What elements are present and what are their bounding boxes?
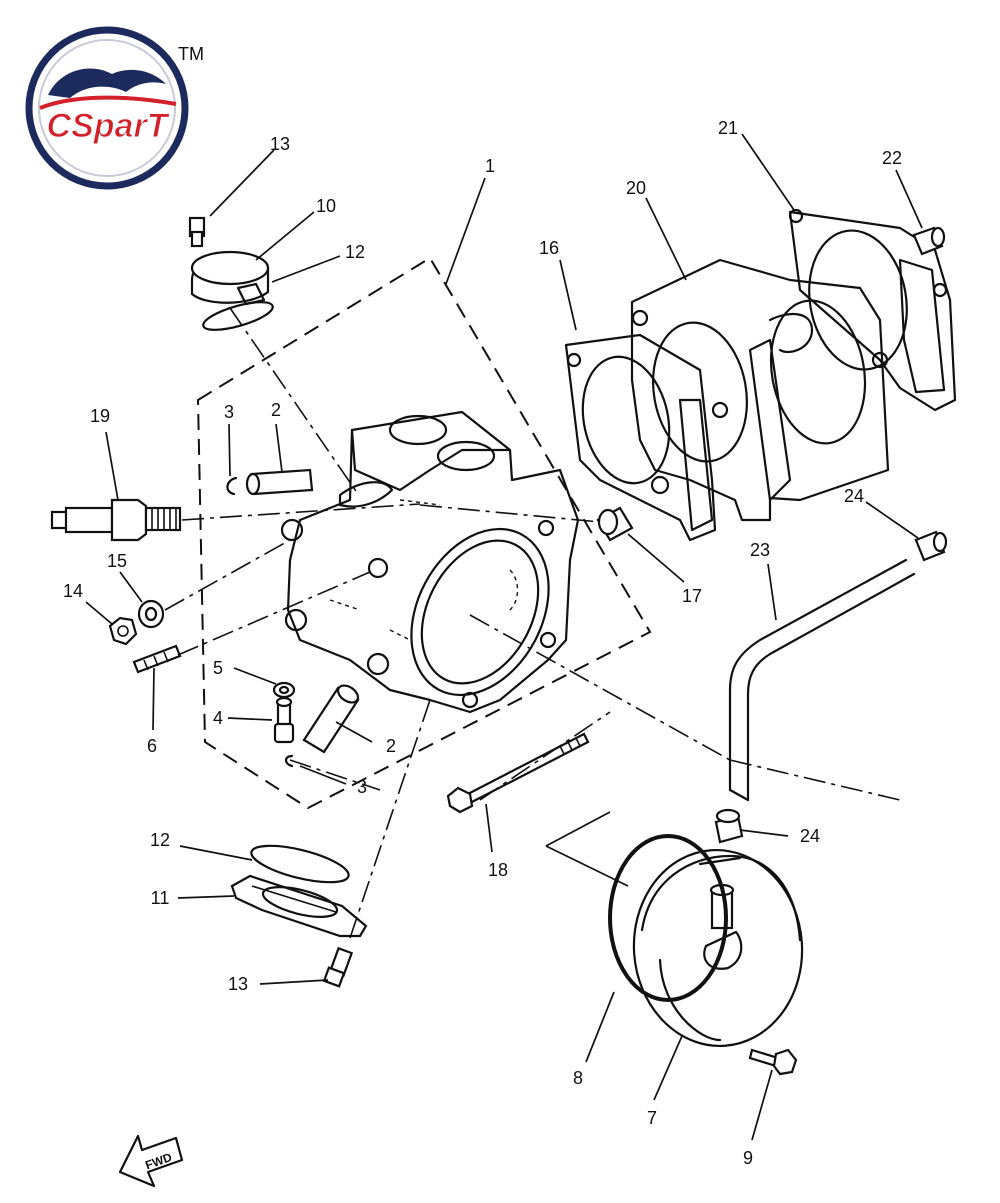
cylinder-block	[630, 258, 890, 522]
callout-2-upper: 2	[271, 400, 281, 420]
bolt-bracket-line	[545, 811, 629, 887]
callout-5: 5	[213, 658, 223, 678]
callout-11: 11	[151, 888, 170, 908]
valve-cover-bottom	[230, 874, 368, 938]
hose-clamp-lower	[714, 808, 744, 844]
dowel-pin	[912, 226, 946, 256]
circlip-lower	[284, 754, 294, 768]
dowel-pin-lower	[302, 684, 360, 754]
dowel-pin-upper	[245, 468, 314, 496]
callout-20: 20	[626, 178, 646, 198]
side-cover-o-ring	[608, 834, 728, 1002]
washer	[137, 599, 165, 629]
callout-2-lower: 2	[386, 736, 396, 756]
callout-24-top: 24	[844, 486, 864, 506]
callout-15: 15	[107, 551, 127, 571]
nut	[108, 616, 138, 646]
callout-17: 17	[682, 586, 702, 606]
long-flange-bolt	[446, 732, 590, 814]
callout-8: 8	[573, 1068, 583, 1088]
centerline	[479, 711, 611, 801]
small-washer	[272, 681, 296, 699]
cylinder-head	[280, 410, 580, 714]
breather-hose	[728, 558, 916, 802]
valve-cover-top	[190, 250, 270, 306]
centerline	[177, 571, 371, 656]
centerline	[729, 759, 901, 801]
centerline	[164, 539, 291, 611]
callout-18: 18	[488, 860, 508, 880]
cylinder-head-assembly-boundary	[196, 256, 652, 810]
o-ring-top	[202, 301, 274, 331]
callout-numbers: 1 2 3 19 15 14 6 5 4 2 3 13 10 12 12 11 …	[63, 118, 902, 1168]
callout-13-top: 13	[270, 134, 290, 154]
cap-bolt-top	[188, 216, 206, 248]
o-ring-bottom	[250, 844, 350, 884]
callout-12-bottom: 12	[150, 830, 170, 850]
callout-3-upper: 3	[224, 402, 234, 422]
side-cover-bolt	[748, 1048, 798, 1076]
callout-12-top: 12	[345, 242, 365, 262]
centerline	[289, 759, 381, 791]
callout-14: 14	[63, 581, 83, 601]
socket-bolt	[273, 696, 295, 744]
brand-logo: CSparT TM	[25, 26, 204, 190]
hose-clamp-upper	[914, 530, 948, 562]
callout-4: 4	[213, 708, 223, 728]
side-cover	[632, 848, 804, 1048]
callout-6: 6	[147, 736, 157, 756]
callout-13-bottom: 13	[228, 974, 248, 994]
circlip-upper	[226, 476, 238, 496]
logo-text: CSparT	[47, 107, 171, 145]
cap-bolt-bottom	[322, 946, 354, 988]
centerline	[229, 307, 359, 495]
centerline	[469, 614, 731, 761]
spark-plug	[50, 498, 182, 542]
callout-22: 22	[882, 148, 902, 168]
callout-19: 19	[90, 406, 110, 426]
callout-24-bottom: 24	[800, 826, 820, 846]
callout-21: 21	[718, 118, 738, 138]
stud-bolt	[132, 644, 182, 674]
callout-9: 9	[743, 1148, 753, 1168]
centerline	[349, 699, 431, 939]
forward-direction-arrow: FWD	[118, 1134, 184, 1188]
leader-lines	[85, 133, 923, 1141]
callout-1: 1	[485, 156, 495, 176]
centerline	[181, 503, 421, 521]
callout-7: 7	[647, 1108, 657, 1128]
callout-23: 23	[750, 540, 770, 560]
callout-10: 10	[316, 196, 336, 216]
trademark-mark: TM	[178, 44, 204, 64]
callout-16: 16	[539, 238, 559, 258]
motorcycle-swoosh-icon	[48, 68, 166, 98]
cylinder-head-gasket	[564, 333, 717, 542]
callout-3-lower: 3	[357, 777, 367, 797]
dowel-sleeve	[596, 506, 634, 542]
centerline	[419, 504, 601, 523]
